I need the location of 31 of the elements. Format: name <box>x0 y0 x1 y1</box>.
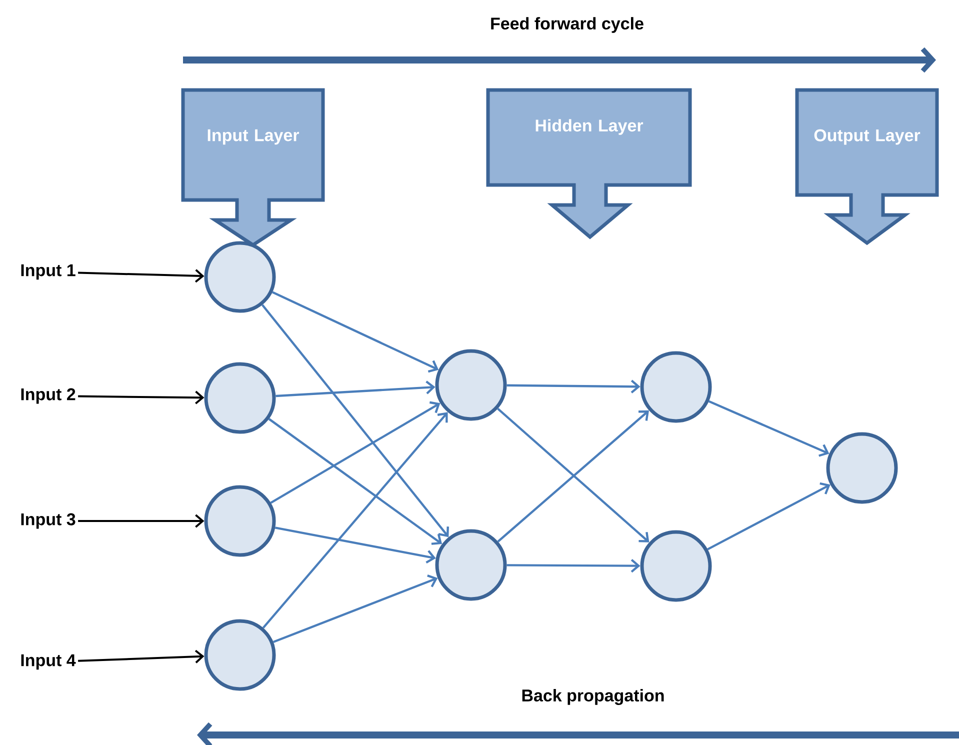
arrow <box>274 526 436 564</box>
arrow <box>262 412 448 629</box>
arrow <box>272 574 438 644</box>
neuron-circle <box>640 530 712 602</box>
arrow-label: Feed forward cycle <box>491 17 644 33</box>
arrow <box>78 514 204 528</box>
neuron-circle <box>204 362 276 434</box>
arrow <box>262 304 449 538</box>
neuron-circle <box>435 349 507 421</box>
input-label: Input 2 <box>21 388 76 404</box>
arrow <box>270 401 440 504</box>
neuron-circle <box>435 529 507 601</box>
arrow <box>506 380 640 394</box>
neuron-circle <box>204 485 276 557</box>
arrow <box>78 390 204 404</box>
arrow <box>276 380 436 398</box>
neuron-circle <box>640 351 712 423</box>
arrow <box>268 418 442 545</box>
arrow <box>78 269 204 283</box>
arrow-label: Back propagation <box>522 689 664 705</box>
input-label: Input 3 <box>21 513 76 529</box>
arrow <box>272 291 439 373</box>
neuron-circle <box>204 241 276 313</box>
arrow <box>506 558 640 573</box>
arrow <box>707 482 830 550</box>
neuron-circle <box>826 432 898 504</box>
input-label: Input 1 <box>21 264 76 280</box>
arrow <box>78 650 204 664</box>
neuron-circle <box>204 619 276 691</box>
input-label: Input 4 <box>21 654 76 670</box>
arrow <box>708 400 830 457</box>
